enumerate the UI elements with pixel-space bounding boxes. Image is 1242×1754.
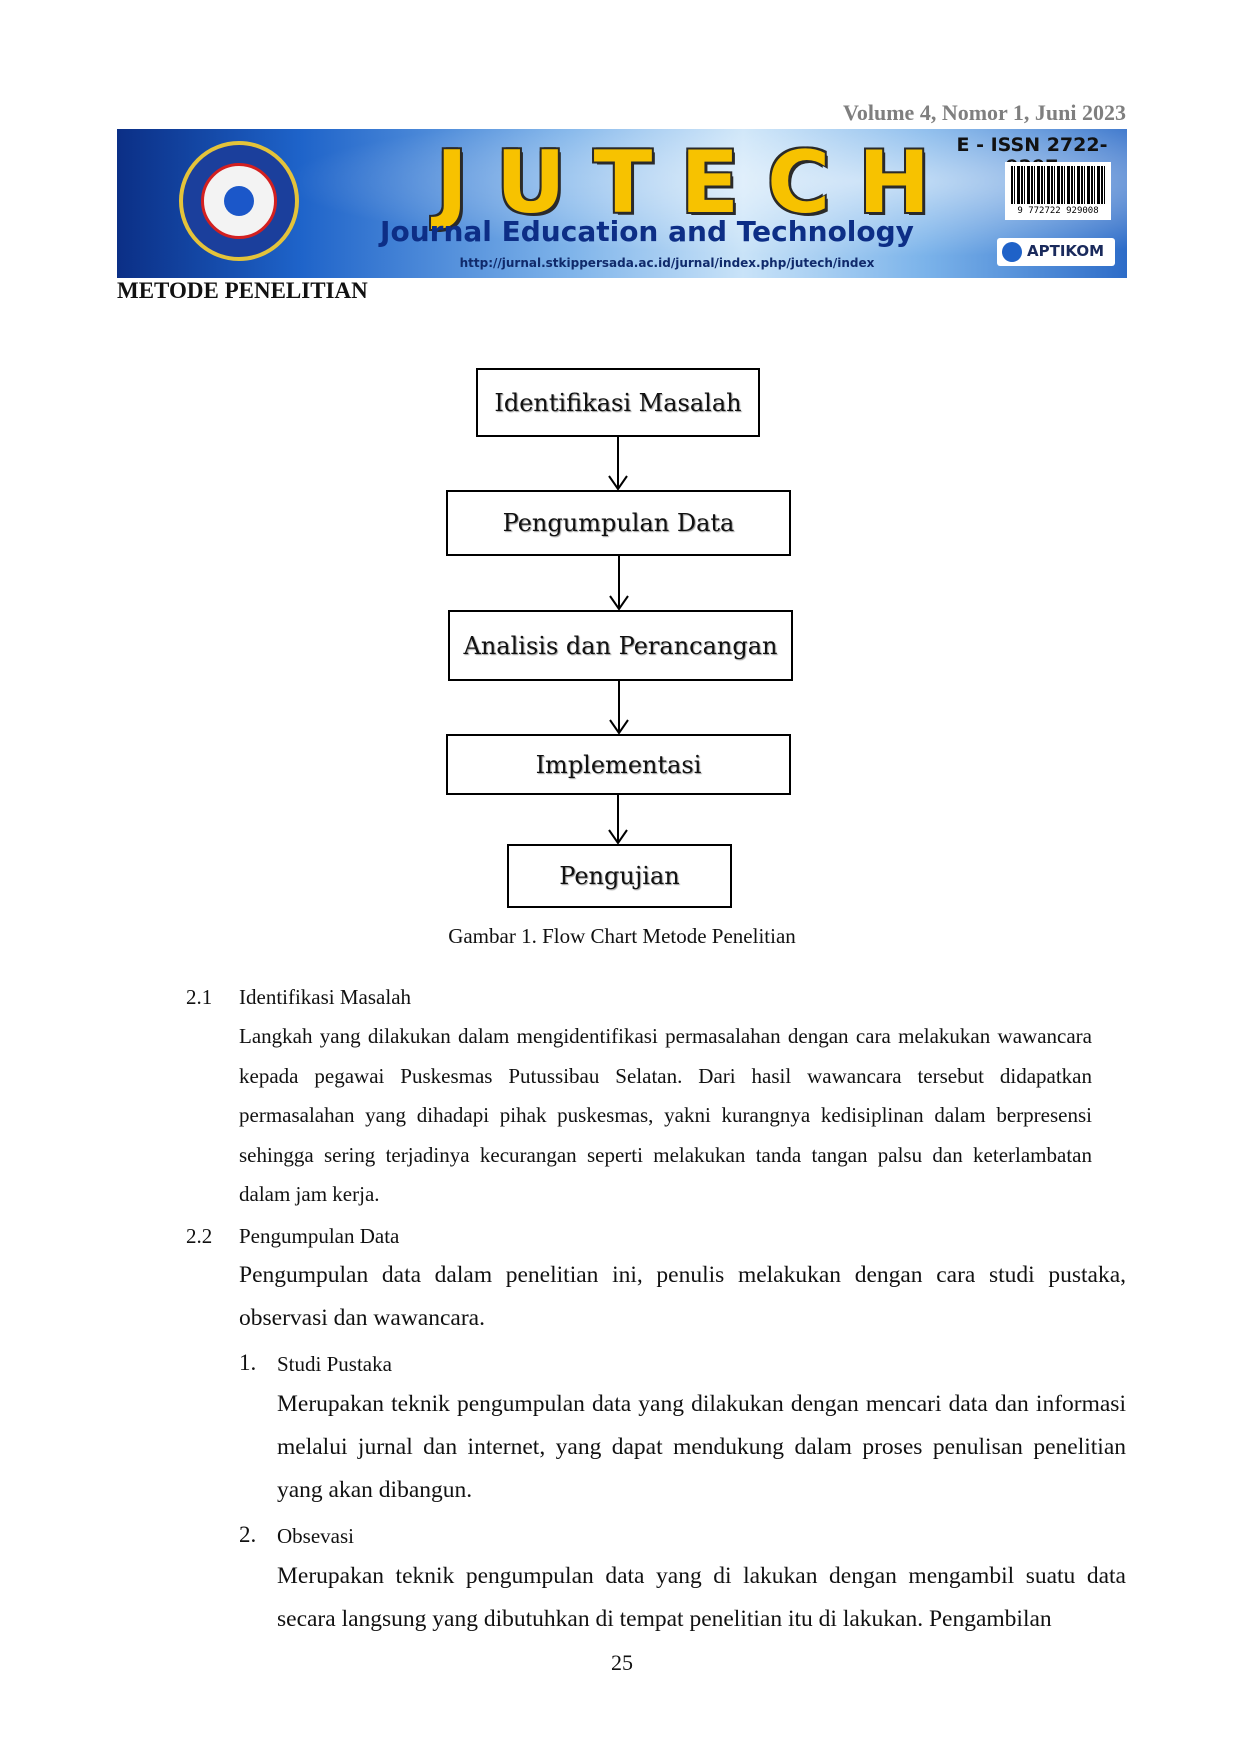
journal-subtitle: Journal Education and Technology: [380, 215, 914, 248]
partner-name: APTIKOM: [1027, 242, 1105, 260]
list-item-number: 2.: [239, 1522, 257, 1547]
section-title: METODE PENELITIAN: [117, 278, 368, 303]
flow-arrow-3: [609, 680, 629, 735]
section-heading: Identifikasi Masalah: [239, 985, 412, 1009]
list-item-paragraph: Merupakan teknik pengumpulan data yang d…: [277, 1391, 1126, 1503]
flow-step-5: Pengujian: [507, 844, 732, 908]
institution-logo: [179, 141, 299, 261]
barcode-bars: [1011, 166, 1105, 204]
flow-step-4: Implementasi: [446, 734, 791, 795]
section-number: 2.2: [186, 1224, 213, 1248]
section-number: 2.1: [186, 985, 213, 1009]
flow-arrow-1: [608, 436, 628, 491]
page-number: 25: [611, 1650, 633, 1675]
figure-caption: Gambar 1. Flow Chart Metode Penelitian: [448, 924, 796, 948]
section-heading: Pengumpulan Data: [239, 1224, 400, 1248]
barcode-number: 9 772722 929008: [1017, 206, 1099, 216]
journal-url: http://jurnal.stkippersada.ac.id/jurnal/…: [459, 256, 875, 270]
partner-mark-icon: [1002, 242, 1022, 262]
list-item-paragraph: Merupakan teknik pengumpulan data yang d…: [277, 1563, 1126, 1632]
volume-info: Volume 4, Nomor 1, Juni 2023: [843, 100, 1126, 125]
list-item-number: 1.: [239, 1350, 257, 1375]
partner-logo: APTIKOM: [997, 238, 1115, 266]
barcode-icon: 9 772722 929008: [1005, 162, 1111, 220]
flow-step-3: Analisis dan Perancangan: [448, 610, 793, 681]
flow-arrow-4: [608, 794, 628, 845]
list-item-heading: Studi Pustaka: [277, 1352, 392, 1376]
list-item-heading: Obsevasi: [277, 1524, 354, 1548]
flow-step-2: Pengumpulan Data: [446, 490, 791, 556]
logo-core: [224, 186, 254, 216]
journal-brand: JUTECH: [435, 133, 959, 233]
section-paragraph: Pengumpulan data dalam penelitian ini, p…: [239, 1262, 1126, 1331]
flow-arrow-2: [609, 555, 629, 611]
journal-banner: JUTECH Journal Education and Technology …: [117, 129, 1127, 278]
section-paragraph: Langkah yang dilakukan dalam mengidentif…: [239, 1024, 1092, 1206]
logo-inner-ring: [201, 163, 277, 239]
flow-step-1: Identifikasi Masalah: [476, 368, 760, 437]
